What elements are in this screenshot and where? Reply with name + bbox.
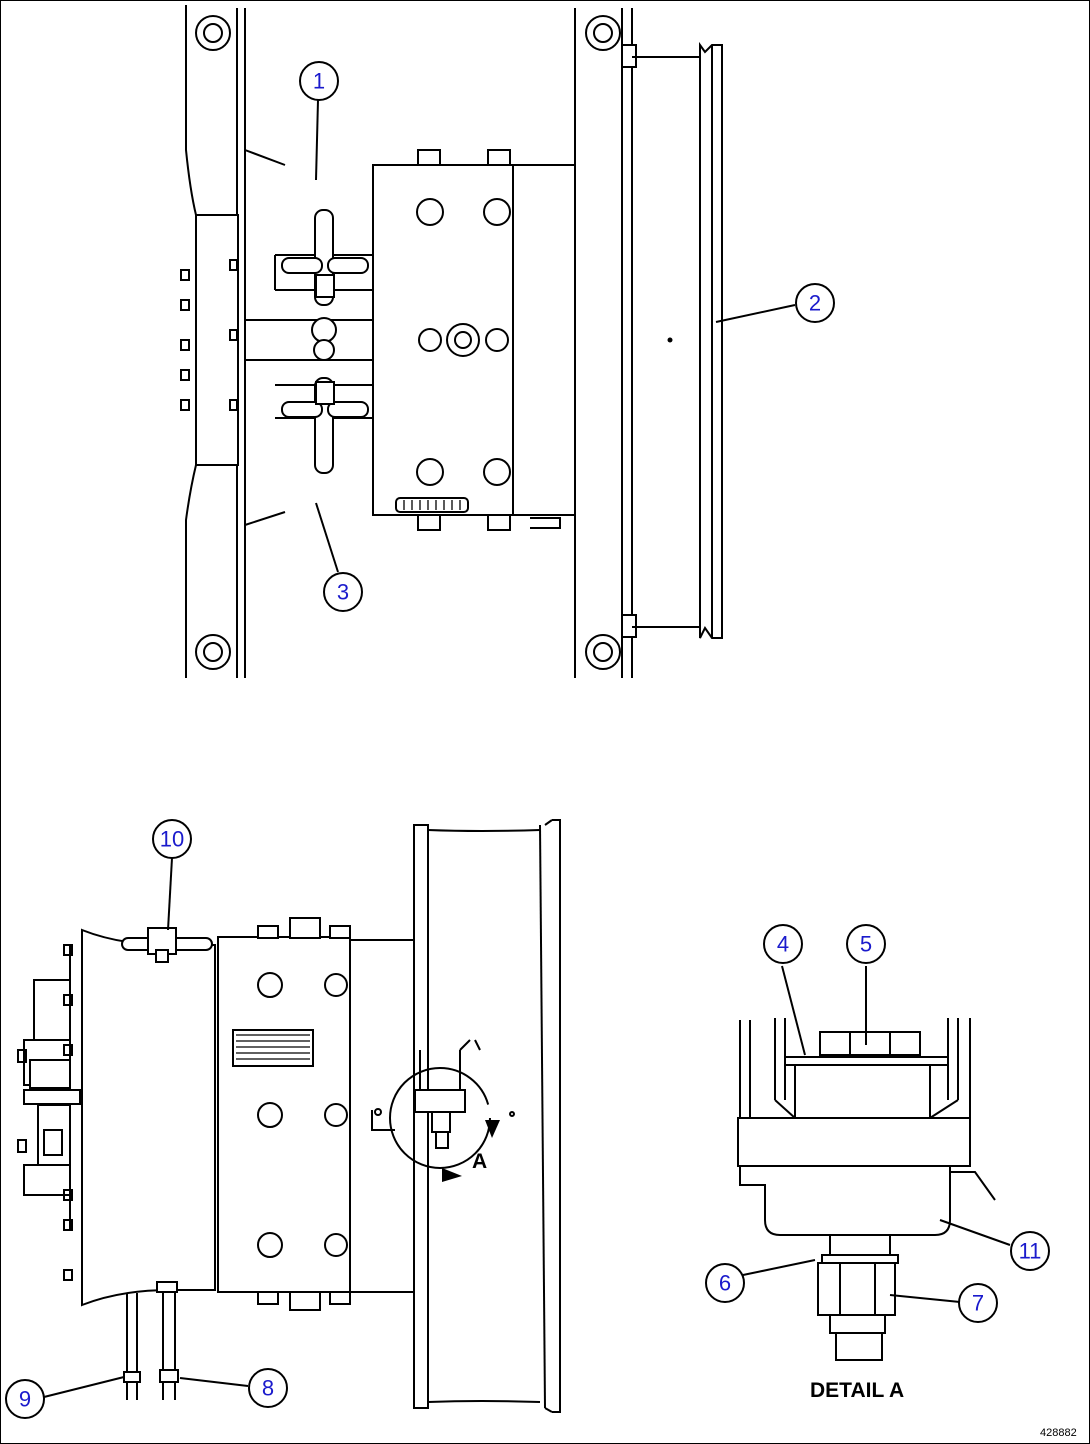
detail-marker-a: A [472, 1150, 487, 1173]
callout-3: 3 [323, 572, 363, 612]
callout-10: 10 [152, 819, 192, 859]
callout-1: 1 [299, 61, 339, 101]
callout-6: 6 [705, 1263, 745, 1303]
callout-9: 9 [5, 1379, 45, 1419]
side-view: A [17, 819, 561, 1413]
callout-8-label: 8 [262, 1376, 274, 1401]
callout-6-label: 6 [719, 1271, 731, 1296]
callout-7: 7 [958, 1283, 998, 1323]
callout-9-label: 9 [19, 1387, 31, 1412]
top-view [180, 5, 723, 678]
detail-a-title: DETAIL A [810, 1379, 904, 1402]
drawing-reference-number: 428882 [1040, 1427, 1077, 1439]
callout-2-label: 2 [809, 291, 821, 316]
callout-11: 11 [1010, 1231, 1050, 1271]
callout-1-label: 1 [313, 69, 325, 94]
callout-5-label: 5 [860, 932, 872, 957]
callout-4: 4 [763, 924, 803, 964]
callout-7-label: 7 [972, 1291, 984, 1316]
callout-8: 8 [248, 1368, 288, 1408]
callout-3-label: 3 [337, 580, 349, 605]
callout-10-label: 10 [160, 827, 184, 852]
callout-4-label: 4 [777, 932, 789, 957]
leader-lines [43, 99, 1011, 1398]
callout-11-label: 11 [1019, 1239, 1042, 1264]
detail-a-view: DETAIL A [737, 1018, 996, 1402]
callout-5: 5 [846, 924, 886, 964]
callout-2: 2 [795, 283, 835, 323]
